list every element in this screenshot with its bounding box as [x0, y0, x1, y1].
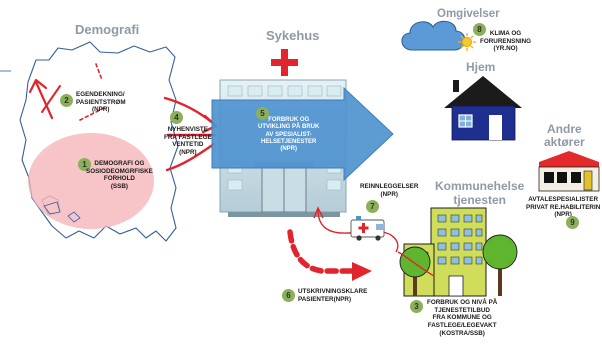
- heading-kommunehelsetjenesten: Kommunehelse tjenesten: [435, 179, 525, 207]
- label-egendekning: EGENDEKNING/ PASIENTSTRØM (NPR): [76, 91, 126, 114]
- readmission-arrowhead: [313, 206, 324, 219]
- sun-icon: [458, 33, 476, 51]
- label-nyhenviste: NYHENVISTE FRA FASTLEGE VENTETID (NPR): [164, 126, 212, 157]
- building-icon: [403, 207, 487, 297]
- badge-2: 2: [60, 94, 73, 107]
- demography-highlight: [28, 133, 154, 229]
- badge-9: 9: [566, 216, 579, 229]
- badge-8: 8: [473, 23, 486, 36]
- badge-3: 3: [410, 300, 423, 313]
- cloud-icon: [401, 20, 466, 51]
- heading-omgivelser: Omgivelser: [437, 8, 500, 20]
- badge-5: 5: [256, 107, 269, 120]
- label-spesialisthelsetjenester: FORBRUK OG UTVIKLING PÅ BRUK AV SPESIALI…: [258, 117, 320, 153]
- badge-6: 6: [282, 289, 295, 302]
- discharge-arrow: [287, 229, 372, 281]
- ambulance-icon: [350, 216, 385, 241]
- municipality-link-line: [397, 251, 435, 277]
- badge-7: 7: [366, 200, 379, 213]
- label-klima: KLIMA OG FORURENSNING (YR.NO): [480, 30, 532, 53]
- label-utskrivningsklare: UTSKRIVNINGSKLARE PASIENTER(NPR): [298, 288, 368, 303]
- heading-demografi: Demografi: [75, 22, 140, 37]
- patient-flow-arrows: [28, 63, 105, 121]
- tree-icon: [399, 234, 518, 296]
- heading-andre-aktorer: Andre aktører: [544, 122, 585, 150]
- house-icon: [444, 76, 522, 141]
- map-islands: [43, 201, 81, 223]
- label-forbruk-kommune: FORBRUK OG NIVÅ PÅ TJENESTETILBUD FRA KO…: [427, 299, 498, 337]
- badge-1: 1: [78, 158, 91, 171]
- heading-hjem: Hjem: [466, 60, 496, 74]
- label-reinnleggelser: REINNLEGGELSER (NPR): [360, 183, 419, 198]
- shop-icon: [538, 151, 600, 192]
- label-avtalespesialister: AVTALESPESIALISTER PRIVAT RE.HABILITERIN…: [526, 196, 601, 219]
- heading-sykehus: Sykehus: [266, 28, 320, 43]
- label-demografi: DEMOGRAFI OG SOSIODEOMGRFISKE FORHOLD (S…: [86, 160, 153, 191]
- badge-4: 4: [170, 111, 183, 124]
